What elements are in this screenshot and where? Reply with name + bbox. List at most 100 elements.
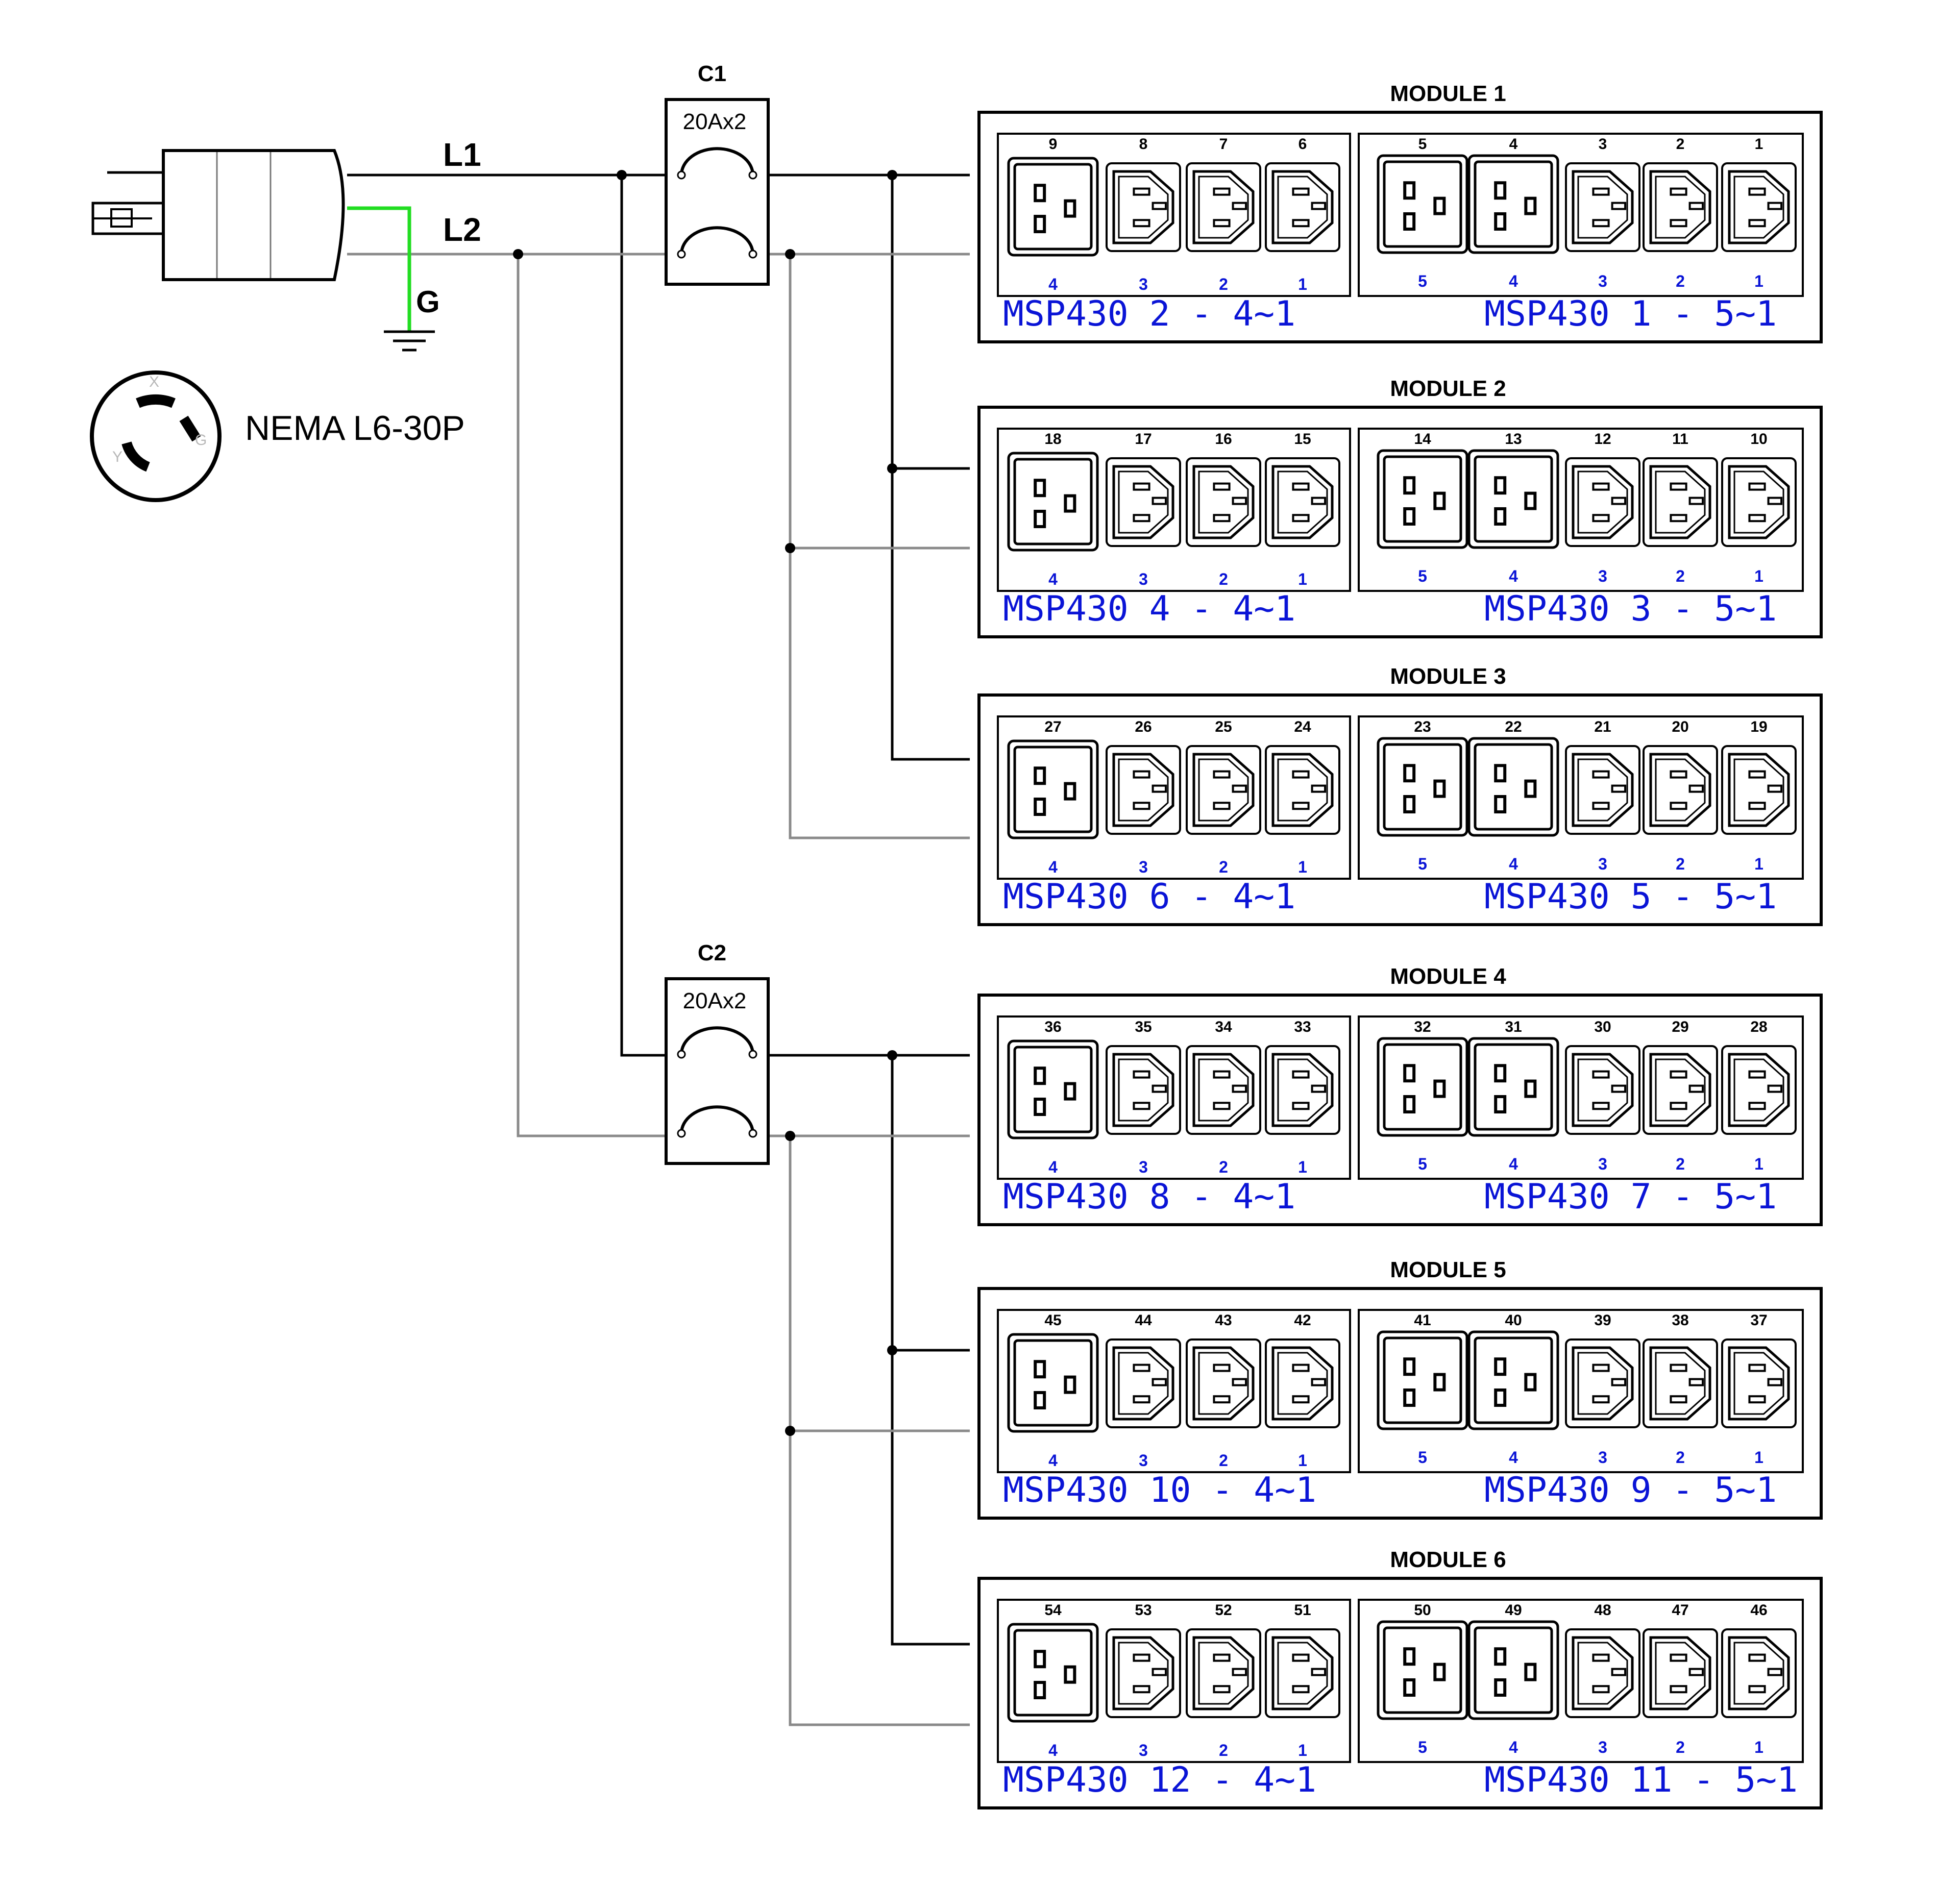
msp430-label-left: MSP430 4 - 4~1: [1003, 589, 1295, 629]
outlet-number: 12: [1594, 431, 1611, 448]
outlet-number: 10: [1750, 431, 1767, 448]
outlet-position: 2: [1676, 855, 1685, 873]
outlet-number: 2: [1676, 136, 1685, 153]
msp430-label-left: MSP430 12 - 4~1: [1003, 1760, 1316, 1800]
c13-outlet-icon: [1106, 162, 1181, 252]
module-title: MODULE 4: [1390, 964, 1506, 989]
outlet-position: 5: [1418, 855, 1427, 873]
c19-outlet-icon: [1467, 1037, 1559, 1137]
outlet-number: 4: [1509, 136, 1518, 153]
c19-outlet-icon: [1467, 737, 1559, 837]
breaker-rating: 20Ax2: [683, 988, 747, 1013]
outlet-number: 14: [1414, 431, 1431, 448]
c13-outlet-icon: [1265, 1338, 1340, 1428]
breaker-name: C1: [698, 61, 726, 86]
outlet-number: 3: [1599, 136, 1607, 153]
plug-pin-g: G: [195, 432, 207, 449]
outlet-position: 1: [1298, 1741, 1307, 1759]
c13-outlet-icon: [1721, 457, 1797, 547]
outlet-position: 4: [1509, 1738, 1518, 1756]
outlet-position: 2: [1219, 858, 1228, 876]
outlet-number: 26: [1135, 718, 1152, 735]
msp430-label-left: MSP430 10 - 4~1: [1003, 1470, 1316, 1510]
outlet-number: 29: [1672, 1019, 1688, 1035]
outlet-position: 3: [1598, 1155, 1607, 1173]
c13-outlet-icon: [1265, 1045, 1340, 1135]
outlet-position: 3: [1598, 1448, 1607, 1467]
outlet-number: 21: [1594, 718, 1611, 735]
module-title: MODULE 3: [1390, 664, 1506, 689]
outlet-position: 2: [1219, 1741, 1228, 1759]
c13-outlet-icon: [1186, 457, 1261, 547]
ground-label: G: [416, 285, 440, 319]
outlet-number: 18: [1044, 431, 1061, 448]
outlet-position: 5: [1418, 1155, 1427, 1173]
c13-outlet-icon: [1643, 1045, 1718, 1135]
outlet-number: 16: [1215, 431, 1232, 448]
c19-outlet-icon: [1377, 737, 1468, 837]
outlet-position: 2: [1219, 275, 1228, 293]
outlet-number: 38: [1672, 1312, 1688, 1329]
breaker-name: C2: [698, 940, 726, 965]
outlet-position: 1: [1298, 1451, 1307, 1470]
msp430-label-right: MSP430 7 - 5~1: [1484, 1177, 1777, 1217]
nema-plug-face: X Y G: [90, 370, 222, 502]
c19-outlet-icon: [1007, 1039, 1099, 1139]
outlet-number: 32: [1414, 1019, 1431, 1035]
msp430-label-right: MSP430 1 - 5~1: [1484, 294, 1777, 334]
outlet-position: 3: [1139, 1451, 1148, 1470]
outlet-position: 2: [1676, 1155, 1685, 1173]
outlet-position: 4: [1509, 272, 1518, 290]
outlet-number: 48: [1594, 1602, 1611, 1619]
outlet-position: 5: [1418, 272, 1427, 290]
c19-outlet-icon: [1377, 154, 1468, 254]
c13-outlet-icon: [1643, 1628, 1718, 1718]
outlet-position: 2: [1676, 567, 1685, 585]
outlet-position: 4: [1509, 1155, 1518, 1173]
c13-outlet-icon: [1721, 1045, 1797, 1135]
msp430-label-left: MSP430 2 - 4~1: [1003, 294, 1295, 334]
outlet-number: 23: [1414, 718, 1431, 735]
outlet-number: 27: [1044, 718, 1061, 735]
outlet-number: 28: [1750, 1019, 1767, 1035]
c13-outlet-icon: [1721, 1628, 1797, 1718]
c13-outlet-icon: [1265, 745, 1340, 835]
c13-outlet-icon: [1106, 1628, 1181, 1718]
c13-outlet-icon: [1721, 1338, 1797, 1428]
c13-outlet-icon: [1106, 1045, 1181, 1135]
outlet-number: 22: [1505, 718, 1522, 735]
outlet-number: 41: [1414, 1312, 1431, 1329]
outlet-number: 51: [1294, 1602, 1311, 1619]
outlet-position: 3: [1139, 858, 1148, 876]
wiring: [347, 170, 970, 1726]
msp430-label-right: MSP430 5 - 5~1: [1484, 877, 1777, 917]
c19-outlet-icon: [1467, 1620, 1559, 1720]
outlet-number: 17: [1135, 431, 1152, 448]
outlet-number: 47: [1672, 1602, 1688, 1619]
l2-label: L2: [443, 211, 481, 248]
module-title: MODULE 1: [1390, 81, 1506, 106]
outlet-position: 4: [1509, 855, 1518, 873]
outlet-position: 3: [1139, 570, 1148, 588]
outlet-position: 1: [1298, 275, 1307, 293]
outlet-number: 43: [1215, 1312, 1232, 1329]
outlet-position: 4: [1048, 1158, 1058, 1176]
outlet-position: 1: [1754, 1448, 1763, 1467]
outlet-number: 5: [1418, 136, 1427, 153]
plug-pin-y: Y: [112, 449, 122, 465]
c13-outlet-icon: [1186, 745, 1261, 835]
outlet-position: 1: [1754, 855, 1763, 873]
outlet-position: 2: [1219, 570, 1228, 588]
outlet-position: 4: [1048, 858, 1058, 876]
outlet-number: 37: [1750, 1312, 1767, 1329]
outlet-number: 7: [1219, 136, 1228, 153]
outlet-number: 8: [1139, 136, 1148, 153]
outlet-position: 1: [1298, 570, 1307, 588]
c19-outlet-icon: [1007, 739, 1099, 839]
c13-outlet-icon: [1565, 1045, 1640, 1135]
c19-outlet-icon: [1377, 1620, 1468, 1720]
